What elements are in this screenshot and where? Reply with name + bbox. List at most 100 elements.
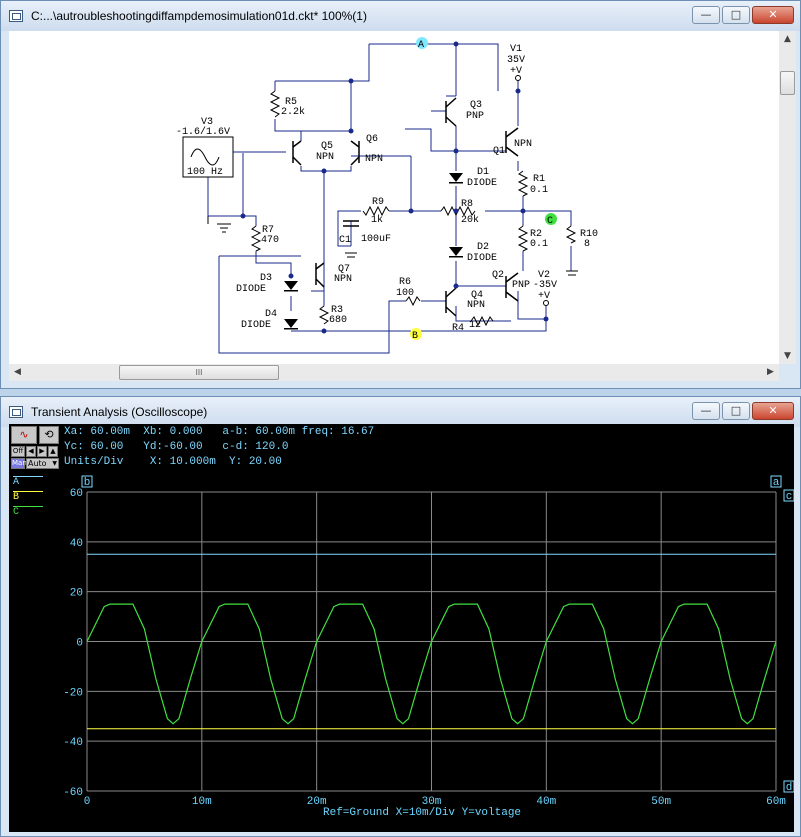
v2-name: V2 — [538, 270, 550, 281]
schematic-title-bar[interactable]: C:...\autroubleshootingdiffampdemosimula… — [1, 1, 800, 31]
step-right-button[interactable]: ▶ — [37, 446, 47, 457]
node-c-label: C — [547, 216, 553, 227]
oscilloscope-display: ∿ ⟲ Off ◀ ▶ ▲ Man Auto▼ Xa: 60.00m Xb: 0… — [9, 424, 794, 832]
v1-sign: +V — [510, 66, 522, 77]
v2-value: -35V — [533, 280, 557, 291]
y-tick-label: 0 — [76, 638, 83, 650]
v3-freq: 100 Hz — [187, 167, 223, 178]
junction-dots — [240, 41, 549, 334]
d3-type: DIODE — [236, 284, 266, 295]
r2-name: R2 — [530, 229, 542, 240]
r1-value: 0.1 — [530, 185, 548, 196]
node-b-label: B — [412, 331, 418, 342]
y-tick-label: -20 — [63, 687, 83, 699]
cursor-tag-b — [81, 475, 93, 488]
r6-name: R6 — [399, 277, 411, 288]
trace-c — [86, 603, 777, 725]
schematic-canvas[interactable]: A B C V1 35V +V V3 -1.6/1.6V 100 Hz R5 2… — [9, 31, 779, 364]
q3-type: PNP — [466, 111, 484, 122]
legend-label-c: C — [13, 507, 20, 518]
legend-entry-a[interactable]: A — [13, 476, 45, 491]
minimize-button[interactable]: — — [692, 402, 720, 420]
y-tick-label: 40 — [70, 538, 83, 550]
legend-line-a — [13, 476, 43, 477]
r8-value: 20k — [461, 214, 479, 226]
r4-value: 12 — [469, 320, 481, 331]
q1-type: NPN — [514, 139, 532, 150]
chevron-down-icon: ▼ — [52, 460, 57, 467]
auto-label: Auto — [28, 459, 47, 468]
q6-type: NPN — [365, 154, 383, 165]
waveform-traces — [86, 553, 777, 730]
cursor-readout-line2: Yc: 60.00 Yd:-60.00 c-d: 120.0 — [64, 441, 289, 453]
q6-name: Q6 — [366, 134, 378, 145]
cursor-mode-button[interactable]: ∿ — [11, 426, 37, 444]
manual-label: Man — [12, 459, 27, 467]
v3-name: V3 — [201, 117, 213, 128]
auto-select[interactable]: Auto ▼ — [26, 458, 59, 469]
oscilloscope-title-bar[interactable]: Transient Analysis (Oscilloscope) — □ ✕ — [1, 397, 800, 427]
vertical-scroll-thumb[interactable] — [780, 71, 795, 95]
scroll-thumb-grip: III — [195, 368, 203, 377]
q4-type: NPN — [467, 300, 485, 311]
supply-terminals — [515, 75, 549, 306]
legend-entry-b[interactable]: B — [13, 491, 45, 506]
reset-view-button[interactable]: ⟲ — [39, 426, 59, 444]
d1-type: DIODE — [467, 178, 497, 189]
r9-name: R9 — [372, 197, 384, 208]
legend-label-b: B — [13, 492, 20, 503]
v3-source[interactable] — [182, 136, 234, 178]
scroll-down-arrow[interactable]: ▼ — [784, 351, 791, 361]
close-button[interactable]: ✕ — [752, 402, 794, 420]
cursor-label-b: b — [84, 477, 91, 489]
trace-legend: A B C — [13, 476, 45, 521]
y-tick-label: 20 — [70, 588, 83, 600]
horizontal-scroll-thumb[interactable]: III — [119, 365, 279, 380]
r10-value: 8 — [584, 239, 590, 250]
schematic-window: C:...\autroubleshootingdiffampdemosimula… — [0, 0, 801, 389]
circuit-file-icon — [9, 10, 23, 22]
node-markers[interactable] — [410, 37, 557, 340]
step-up-button[interactable]: ▲ — [48, 446, 58, 457]
schematic-vertical-scrollbar[interactable]: ▲ ▼ — [779, 31, 796, 364]
r6-value: 100 — [396, 288, 414, 299]
r5-value: 2.2k — [281, 106, 305, 118]
close-button[interactable]: ✕ — [752, 6, 794, 24]
x-tick-label: 60m — [766, 796, 786, 808]
x-tick-label: 0 — [84, 796, 91, 808]
scope-window-icon — [9, 406, 23, 418]
q4-name: Q4 — [471, 290, 483, 301]
q7-name: Q7 — [338, 264, 350, 275]
oscilloscope-window: Transient Analysis (Oscilloscope) — □ ✕ … — [0, 396, 801, 837]
cursor-icon: ∿ — [19, 428, 29, 441]
legend-line-c — [13, 506, 43, 507]
schematic-horizontal-scrollbar[interactable]: ◀ III ▶ — [9, 364, 779, 381]
ground-symbols — [207, 216, 578, 276]
node-a-label: A — [418, 40, 424, 51]
minimize-button[interactable]: — — [692, 6, 720, 24]
v2-sign: +V — [538, 291, 550, 302]
y-tick-label: -40 — [63, 737, 83, 749]
d4-type: DIODE — [241, 320, 271, 331]
off-button[interactable]: Off — [11, 446, 25, 457]
y-tick-label: 60 — [70, 488, 83, 500]
x-tick-label: 30m — [422, 796, 442, 808]
r2-value: 0.1 — [530, 239, 548, 250]
scroll-right-arrow[interactable]: ▶ — [767, 367, 774, 377]
q1-name: Q1 — [493, 146, 505, 157]
maximize-button[interactable]: □ — [722, 402, 750, 420]
q5-name: Q5 — [321, 141, 333, 152]
scroll-left-arrow[interactable]: ◀ — [14, 367, 21, 377]
legend-entry-c[interactable]: C — [13, 506, 45, 521]
maximize-button[interactable]: □ — [722, 6, 750, 24]
step-left-button[interactable]: ◀ — [26, 446, 36, 457]
q5-type: NPN — [316, 152, 334, 163]
manual-button[interactable]: Man — [11, 458, 27, 469]
diodes — [284, 173, 463, 330]
q3-name: Q3 — [470, 100, 482, 111]
plot-footer: Ref=Ground X=10m/Div Y=voltage — [323, 807, 521, 819]
scroll-up-arrow[interactable]: ▲ — [784, 34, 791, 44]
